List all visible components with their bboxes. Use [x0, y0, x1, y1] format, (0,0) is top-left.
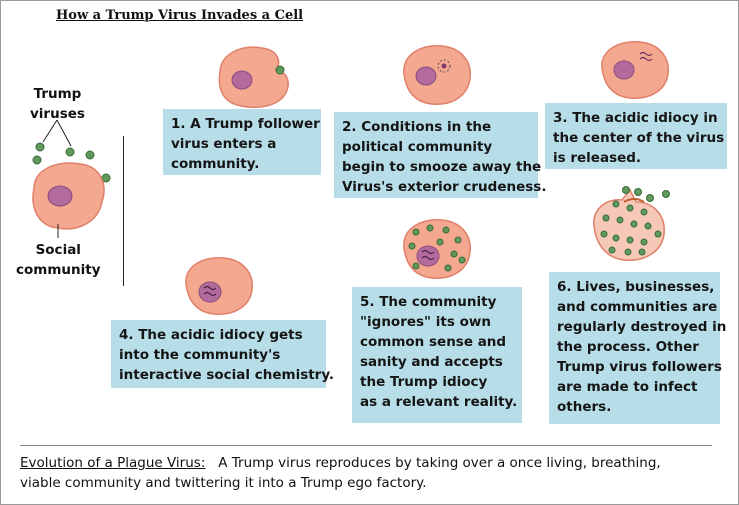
nucleus [47, 185, 73, 207]
step-5-box: 5. The community "ignores" its own commo… [352, 287, 522, 423]
step-4-box: 4. The acidic idiocy gets into the commu… [111, 320, 335, 388]
idiocy-strand [203, 285, 217, 297]
step-3-cell [601, 41, 669, 99]
footer-text-1: A Trump virus reproduces by taking over … [218, 455, 661, 471]
step-3-box: 3. The acidic idiocy in the center of th… [545, 103, 727, 169]
step-1-line: virus enters a [171, 136, 277, 152]
replicated-viruses [408, 224, 466, 272]
step-3-line: 3. The acidic idiocy in [553, 110, 718, 126]
nucleus [231, 70, 253, 90]
step-2-line: Virus's exterior crudeness. [342, 179, 547, 195]
virus-particle [32, 155, 42, 165]
step-2-cell [403, 45, 471, 105]
step-5-line: 5. The community [360, 294, 497, 310]
step-2-line: begin to smooze away the [342, 159, 542, 175]
step-6-line: 6. Lives, businesses, [557, 279, 715, 295]
step-2-line: 2. Conditions in the [342, 119, 492, 135]
step-5-line: as a relevant reality. [360, 394, 518, 410]
step-5-cell [403, 219, 471, 279]
step-1-line: 1. A Trump follower [171, 116, 320, 132]
footer-text-2: viable community and twittering it into … [20, 475, 427, 491]
step-5-line: common sense and [360, 334, 507, 350]
step-3-line: is released. [553, 150, 642, 166]
step-4-cell [185, 257, 253, 315]
viruses-label: Trump viruses [30, 84, 85, 124]
step-6-line: regularly destroyed in [557, 319, 727, 335]
cell-label-line-2: community [16, 262, 101, 278]
step-3-line: the center of the virus [553, 130, 725, 146]
social-community-label: Social community [16, 240, 101, 280]
step-6-line: the process. Other [557, 339, 699, 355]
nucleus [415, 66, 437, 86]
step-6-line: and communities are [557, 299, 718, 315]
page-title: How a Trump Virus Invades a Cell [56, 8, 304, 23]
step-4-line: into the community's [119, 347, 281, 363]
step-5-line: "ignores" its own [360, 314, 491, 330]
step-2-line: political community [342, 139, 493, 155]
virus-particle [85, 150, 95, 160]
nucleus [416, 245, 440, 267]
step-6-line: Trump virus followers [557, 359, 722, 375]
viruses-label-line-2: viruses [30, 106, 85, 122]
virus-particle [65, 147, 75, 157]
social-community-cell-illustration [32, 142, 111, 238]
footer-caption: Evolution of a Plague Virus: A Trump vir… [20, 453, 661, 493]
escaping-viruses [600, 186, 670, 256]
cell-label-line-1: Social [35, 242, 81, 258]
divider-line [123, 136, 124, 286]
footer-heading: Evolution of a Plague Virus: [20, 455, 206, 471]
virus-particle [35, 142, 45, 152]
virus-pointer-lines [42, 119, 72, 147]
footer-divider [20, 445, 712, 446]
step-2-box: 2. Conditions in the political community… [334, 112, 547, 198]
virus-core [441, 63, 447, 69]
viruses-label-line-1: Trump [33, 86, 82, 102]
step-6-box: 6. Lives, businesses, and communities ar… [549, 272, 727, 424]
footer-line-1: Evolution of a Plague Virus: A Trump vir… [20, 453, 661, 473]
step-1-cell [218, 46, 289, 109]
step-5-line: the Trump idiocy [360, 374, 488, 390]
released-idiocy-strand [639, 51, 653, 62]
virus-capsule [437, 59, 451, 73]
step-6-cell-bursting [593, 186, 670, 261]
step-4-line: 4. The acidic idiocy gets [119, 327, 303, 343]
step-4-line: interactive social chemistry. [119, 367, 335, 383]
step-1-box: 1. A Trump follower virus enters a commu… [163, 109, 321, 175]
step-6-line: are made to infect [557, 379, 698, 395]
step-1-line: community. [171, 156, 260, 172]
nucleus [613, 60, 635, 80]
step-5-line: sanity and accepts [360, 354, 503, 370]
virus-particle [275, 65, 285, 75]
step-6-line: others. [557, 399, 612, 415]
nucleus [198, 281, 222, 303]
